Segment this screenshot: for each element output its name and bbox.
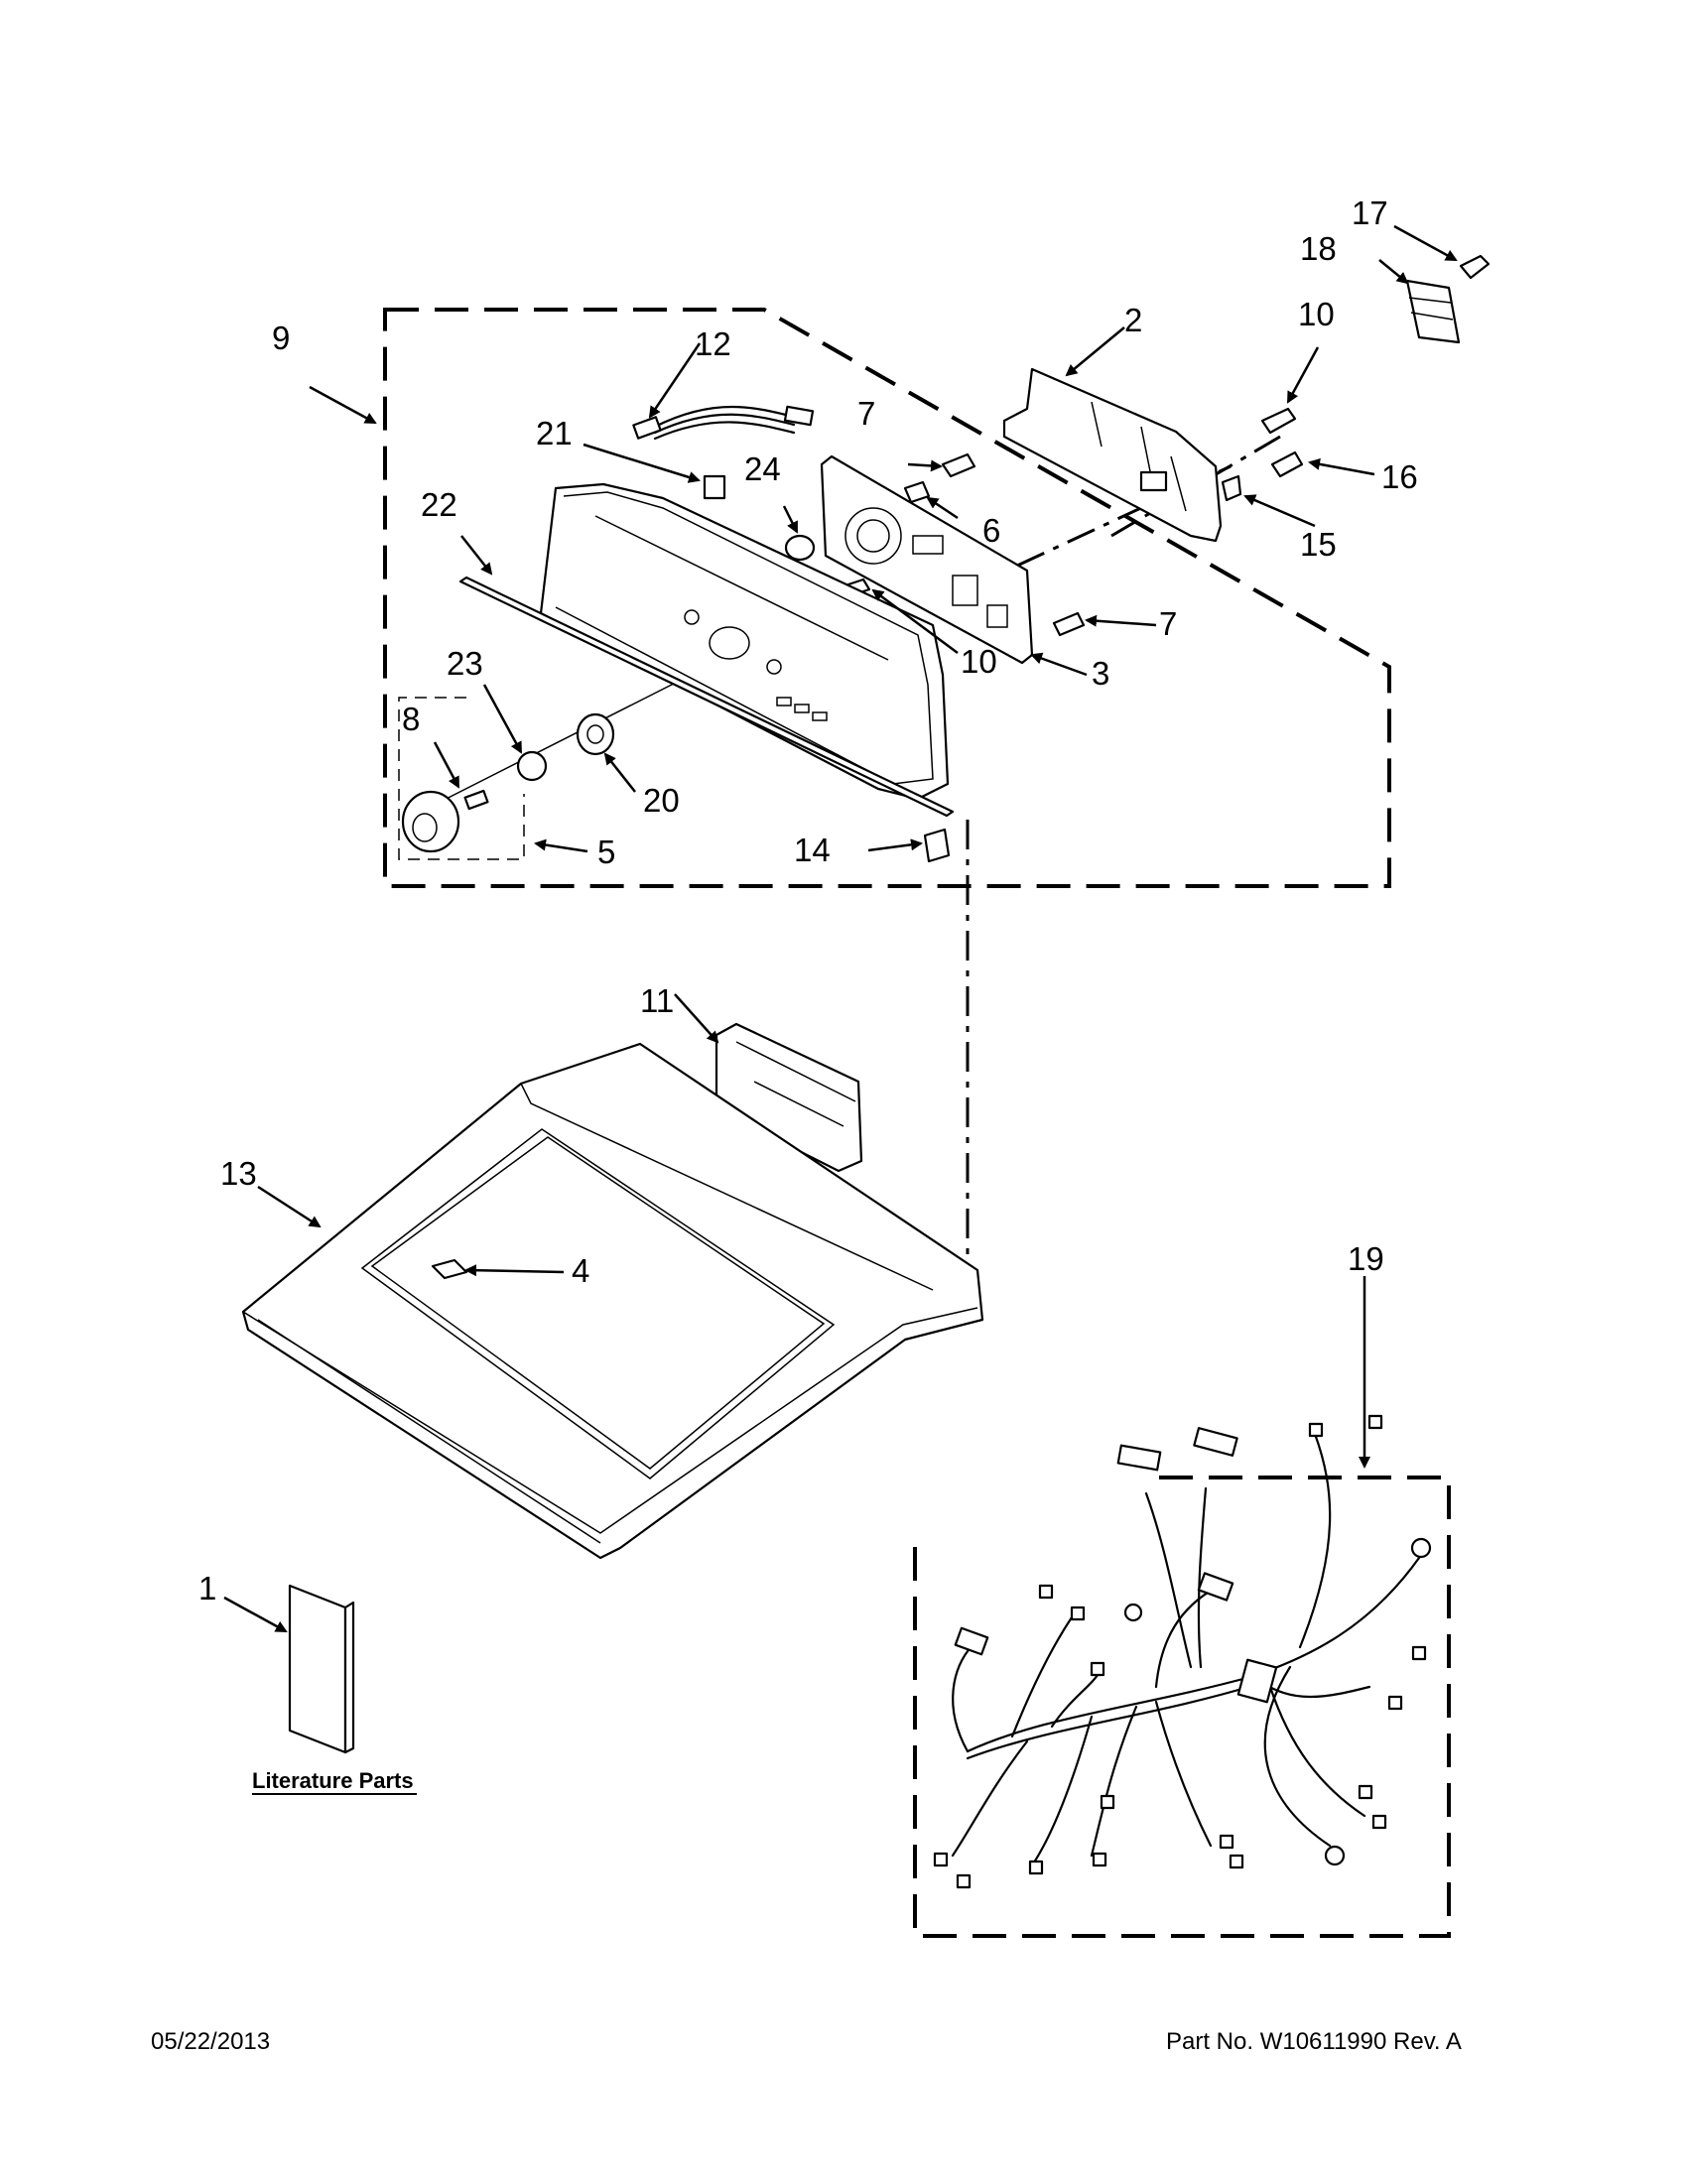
- control-board-part: [820, 454, 1034, 665]
- callout-23: 23: [447, 645, 483, 682]
- footer-part-number: Part No. W10611990 Rev. A: [1166, 2028, 1462, 2055]
- knob-ring-part-23: [516, 750, 548, 782]
- callout-3: 3: [1092, 655, 1109, 692]
- callout-13: 13: [220, 1155, 257, 1192]
- rear-panel-part: [1002, 367, 1223, 543]
- harness-group-outline: [913, 1476, 1451, 1938]
- encoder-part-20: [576, 712, 615, 756]
- clip-part-15: [1221, 474, 1242, 502]
- callout-20: 20: [643, 782, 680, 819]
- callout-4: 4: [572, 1252, 589, 1289]
- callout-2: 2: [1124, 302, 1142, 338]
- washer-top-part-13: [241, 1042, 984, 1560]
- screw-part-7-bottom: [1052, 611, 1086, 637]
- literature-part-1: [288, 1584, 355, 1754]
- trim-strip-part-22: [458, 576, 955, 818]
- console-shell-part: [539, 482, 950, 801]
- callout-9: 9: [272, 320, 290, 356]
- disc-part-24: [784, 534, 816, 562]
- callout-10-top: 10: [1298, 296, 1335, 332]
- clip-part-21: [703, 474, 726, 500]
- knob-insert-part-8: [463, 789, 489, 811]
- callout-12: 12: [695, 325, 731, 362]
- wire-harness-part-19: [933, 1414, 1432, 1889]
- screw-part-10-top: [1260, 407, 1297, 435]
- callout-7-bottom: 7: [1159, 605, 1177, 642]
- footer-date: 05/22/2013: [151, 2028, 270, 2055]
- knob-part: [401, 790, 460, 853]
- console-group-outline: [383, 308, 1391, 888]
- clip-part-6: [903, 480, 931, 504]
- callout-11: 11: [640, 982, 674, 1019]
- leader-lines: [223, 224, 1458, 1633]
- wire-harness-part-12: [632, 405, 815, 441]
- knob-group-outline: [398, 697, 525, 860]
- callout-18: 18: [1300, 230, 1337, 267]
- bracket-part-18: [1405, 279, 1461, 344]
- screw-part-16: [1270, 450, 1304, 478]
- callout-15: 15: [1300, 526, 1337, 563]
- literature-parts-label: Literature Parts: [252, 1768, 414, 1793]
- callout-8: 8: [402, 701, 420, 737]
- callout-16: 16: [1381, 458, 1418, 495]
- callout-19: 19: [1348, 1240, 1384, 1277]
- callout-5: 5: [597, 834, 615, 870]
- callout-10-board: 10: [961, 643, 997, 680]
- screw-part-17: [1459, 254, 1491, 280]
- screw-part-7-top: [941, 452, 976, 478]
- callout-24: 24: [744, 450, 781, 487]
- callout-17: 17: [1352, 194, 1388, 231]
- callout-21: 21: [536, 415, 573, 451]
- clip-part-14: [923, 828, 951, 863]
- callout-7-top: 7: [857, 395, 875, 432]
- callout-22: 22: [421, 486, 457, 523]
- callout-1: 1: [198, 1570, 216, 1606]
- callout-6: 6: [982, 512, 1000, 549]
- callout-14: 14: [794, 832, 831, 868]
